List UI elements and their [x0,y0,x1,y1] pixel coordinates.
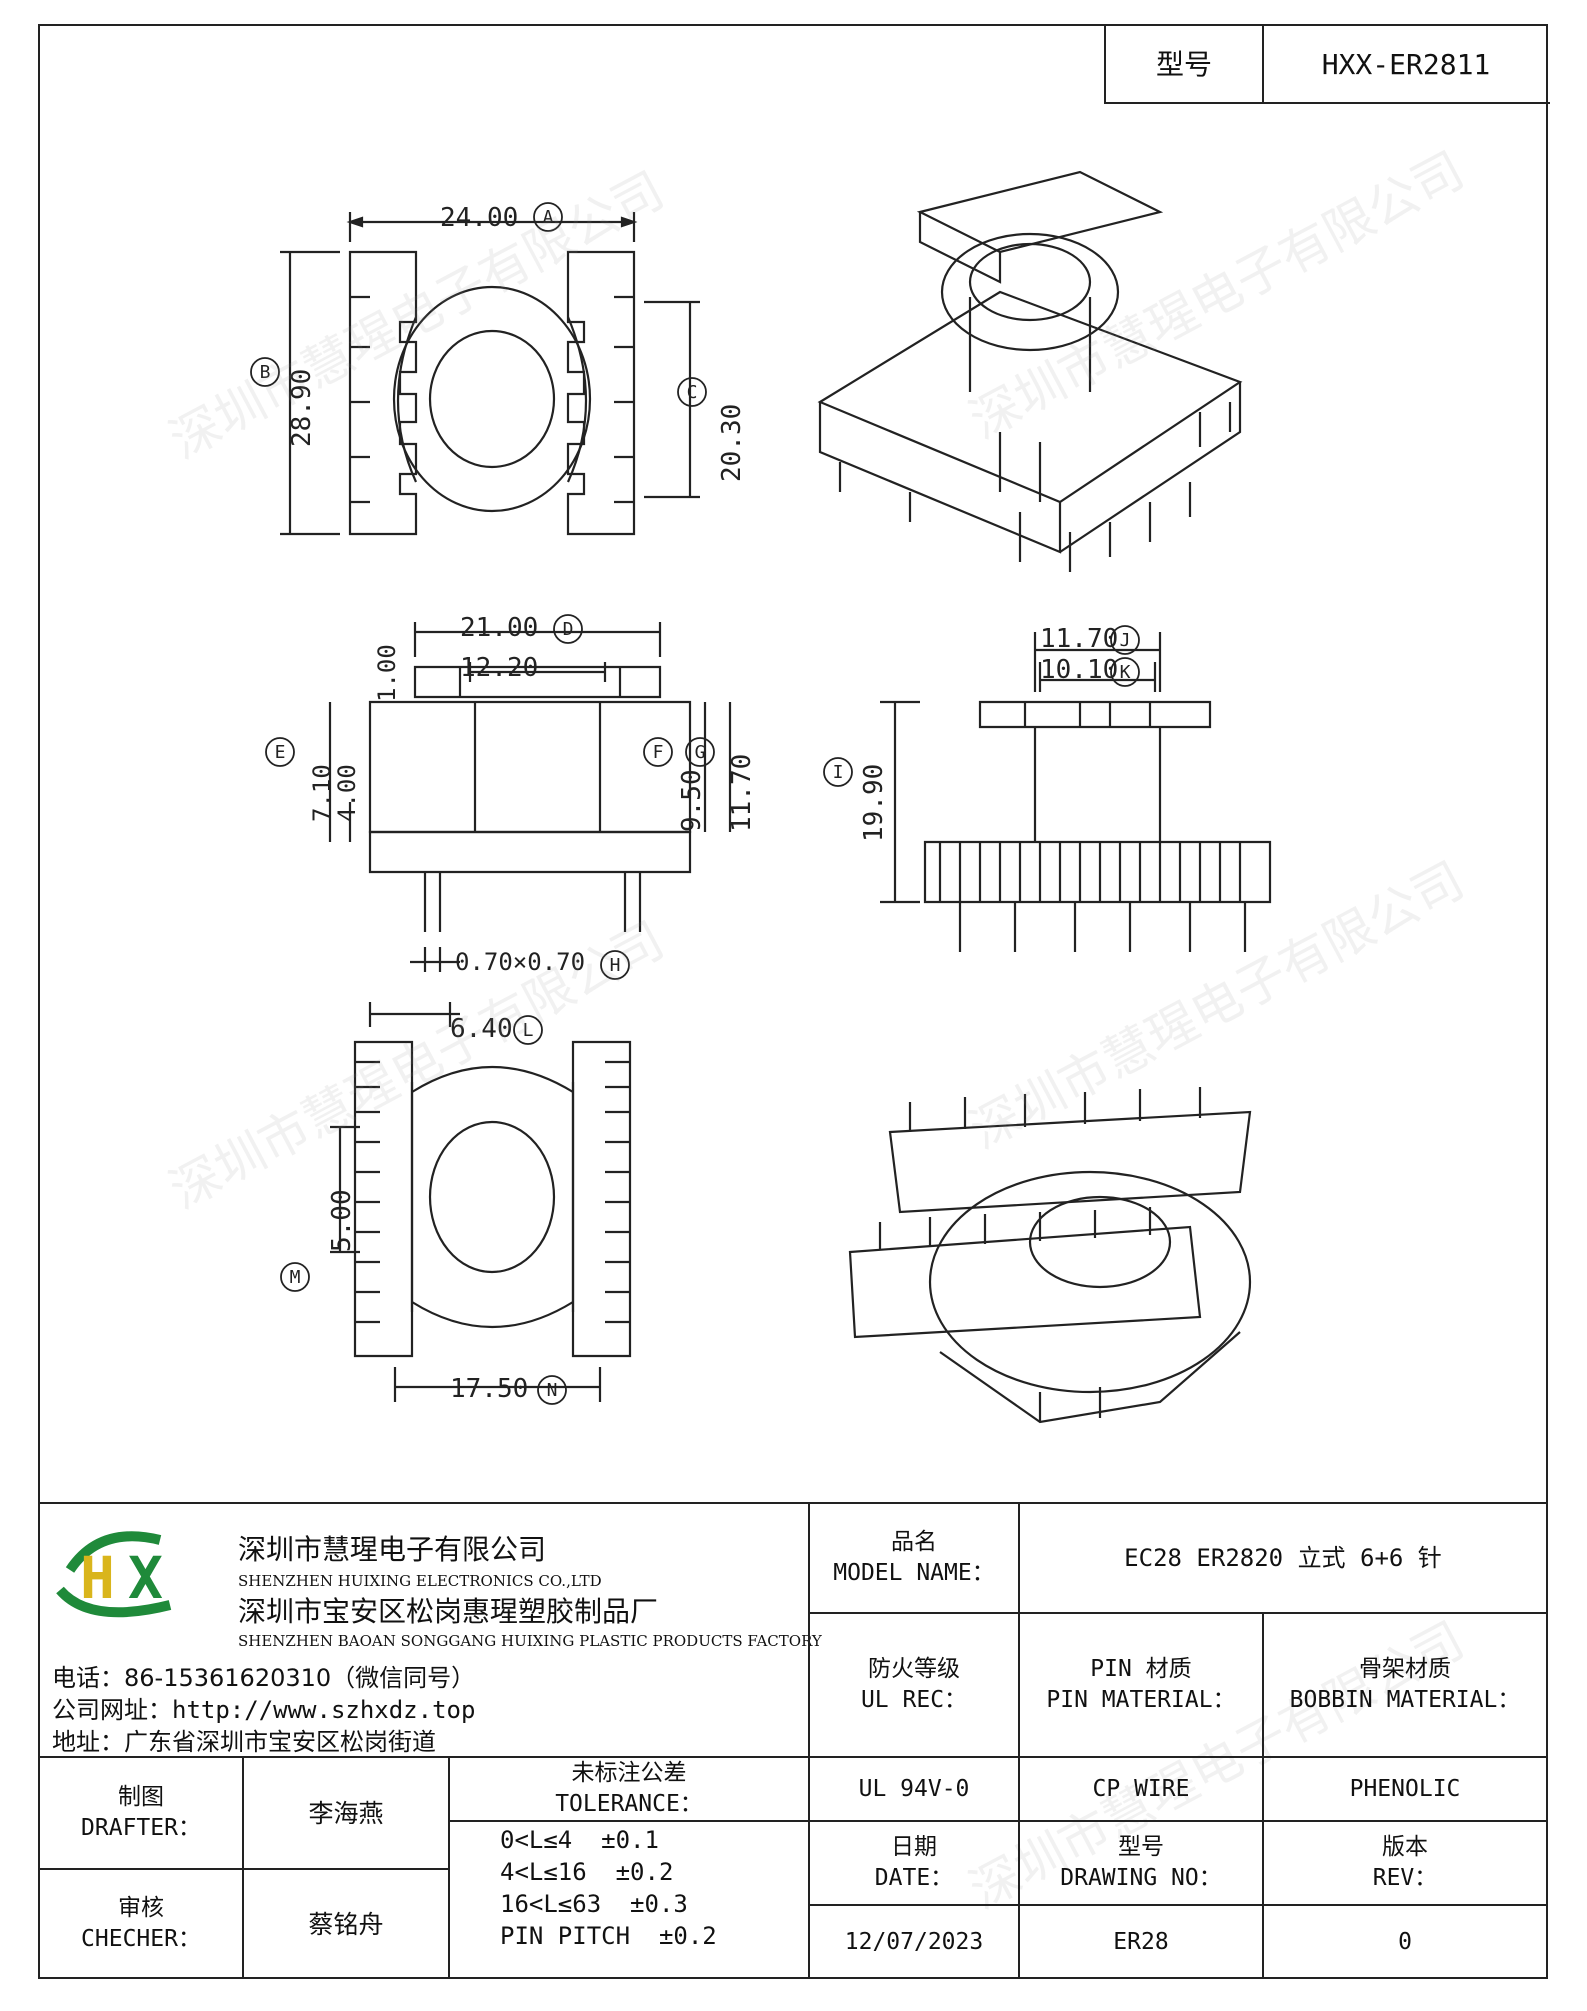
svg-text:X: X [128,1544,163,1612]
svg-text:L: L [523,1020,534,1041]
company-address: 地址：广东省深圳市宝安区松岗街道 [52,1728,436,1756]
tolerance-label: 未标注公差 TOLERANCE： [555,1760,703,1817]
svg-text:H: H [610,955,621,976]
iso-view-top [817,170,1243,572]
iso-view-bottom [848,1087,1252,1424]
svg-text:D: D [563,619,574,640]
company-phone: 电话：86-15361620310（微信同号） [52,1664,476,1692]
tolerance-item: 0<L≤4 ±0.1 [500,1826,659,1854]
header-model-box [1104,24,1550,104]
dim-b: 28.90 [287,369,317,447]
svg-text:G: G [695,742,706,763]
dim-d: 21.00 [460,613,538,643]
dim-e: 7.10 [308,764,336,822]
header-model-label: 型号 [1155,47,1212,81]
drafter-label: 制图 DRAFTER： [81,1784,201,1841]
header-model-value: HXX-ER2811 [1321,47,1491,81]
factory-name-en: SHENZHEN BAOAN SONGGANG HUIXING PLASTIC … [238,1632,822,1650]
svg-text:M: M [290,1267,301,1288]
model-name-label: 品名 MODEL NAME： [833,1529,995,1586]
dim-j: 11.70 [1040,624,1118,654]
date-value: 12/07/2023 [844,1928,984,1955]
model-name-value: EC28 ER2820 立式 6+6 针 [1124,1543,1442,1572]
svg-text:I: I [833,762,844,783]
title-block-top [40,1502,1546,1504]
tolerance-item: 4<L≤16 ±0.2 [500,1858,674,1886]
bobbin-material-label: 骨架材质 BOBBIN MATERIAL： [1289,1656,1521,1713]
dim-g: 11.70 [727,754,757,832]
tolerance-item: 16<L≤63 ±0.3 [500,1890,688,1918]
tolerance-list: 0<L≤4 ±0.1 4<L≤16 ±0.2 16<L≤63 ±0.3 PIN … [500,1824,800,1952]
company-name-en: SHENZHEN HUIXING ELECTRONICS CO.,LTD [238,1572,602,1590]
dim-l: 6.40 [450,1014,513,1044]
rev-value: 0 [1398,1928,1412,1955]
svg-text:A: A [543,207,554,228]
dim-h: 0.70×0.70 [455,948,585,976]
svg-text:B: B [260,362,271,383]
drawing-no-value: ER28 [1113,1928,1169,1955]
drawing-no-label: 型号 DRAWING NO： [1060,1834,1222,1891]
company-name-cn: 深圳市慧瑆电子有限公司 [238,1533,547,1566]
dim-3: 4.00 [333,764,361,822]
bobbin-material-value: PHENOLIC [1349,1775,1461,1802]
svg-text:K: K [1120,662,1131,683]
dim-2: 1.00 [373,644,401,702]
dim-k: 10.10 [1040,655,1118,685]
dim-a: 24.00 [440,203,518,233]
drawing-frame: 型号 HXX-ER2811 [38,24,1550,1979]
ul-rec-label: 防火等级 UL REC： [860,1656,968,1713]
bottom-view [330,1002,632,1402]
checker-value: 蔡铭舟 [308,1909,384,1939]
dim-1: 12.20 [460,653,538,683]
factory-name-cn: 深圳市宝安区松岗惠瑆塑胶制品厂 [238,1595,659,1628]
dim-f: 9.50 [677,769,707,832]
svg-text:J: J [1120,630,1131,651]
dim-i: 19.90 [859,764,889,842]
technical-drawings: 24.00 28.90 20.30 21.00 12.20 1.00 7.10 … [250,170,1272,1424]
svg-text:C: C [687,382,698,403]
company-logo: H X [50,1520,210,1630]
drafter-value: 李海燕 [308,1798,384,1828]
ul-value: UL 94V-0 [858,1775,970,1802]
pin-material-value: CP WIRE [1092,1775,1190,1802]
company-website: 公司网址：http://www.szhxdz.top [52,1696,476,1724]
tolerance-item: PIN PITCH ±0.2 [500,1922,717,1950]
front-view [328,622,732,972]
side-view [880,632,1272,952]
dim-m: 5.00 [327,1189,357,1252]
svg-text:F: F [653,742,664,763]
dim-c: 20.30 [717,404,747,482]
svg-text:E: E [275,742,286,763]
top-view [280,212,700,536]
rev-label: 版本 REV： [1372,1834,1438,1891]
svg-text:N: N [547,1380,558,1401]
svg-text:H: H [80,1544,115,1612]
checker-label: 审核 CHECHER： [81,1895,201,1952]
dim-n: 17.50 [450,1374,528,1404]
date-label: 日期 DATE： [874,1834,954,1891]
pin-material-label: PIN 材质 PIN MATERIAL： [1046,1656,1236,1713]
